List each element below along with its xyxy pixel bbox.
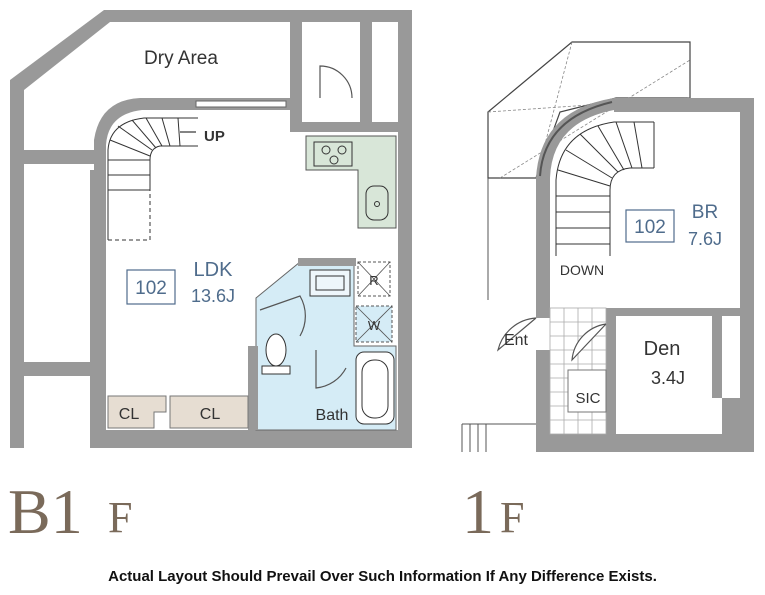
bathtub-icon xyxy=(355,351,395,425)
b1-dry-area-wall xyxy=(94,98,290,170)
f1-entry-door xyxy=(496,317,537,352)
closet-left-label: CL xyxy=(119,406,140,423)
b1-niche-wall-bottom xyxy=(290,122,412,132)
fridge-space xyxy=(357,261,391,297)
f1-den-right-wall xyxy=(712,316,722,398)
b1-floor-suffix: F xyxy=(108,493,133,542)
f1-right-wall xyxy=(740,98,754,398)
f1-exterior-lines xyxy=(461,178,536,452)
ldk-room-name: LDK xyxy=(194,259,234,281)
f1-right-bottom-block xyxy=(722,398,754,452)
disclaimer-text: Actual Layout Should Prevail Over Such I… xyxy=(108,568,657,585)
f1-spiral-stair xyxy=(539,101,655,256)
b1-wet-wall-left xyxy=(248,346,258,430)
f1-sic-closet xyxy=(567,369,607,413)
stove-icon xyxy=(313,141,353,167)
br-room-name: BR xyxy=(692,202,718,223)
b1-kitchen-counter xyxy=(305,135,397,229)
b1-closet-left xyxy=(107,395,167,429)
closet-right-label: CL xyxy=(200,406,221,423)
down-label: DOWN xyxy=(560,262,604,278)
b1-wet-wall-top xyxy=(298,258,356,266)
sink-icon xyxy=(365,185,389,221)
b1-niche-wall-mid xyxy=(360,22,372,122)
f1-floor-suffix: F xyxy=(500,493,525,542)
b1-floor-plan xyxy=(10,10,412,448)
f1-den-top-wall xyxy=(606,308,742,316)
f1-floor-plan xyxy=(461,41,754,452)
f1-left-lower-wall xyxy=(536,350,550,452)
b1-right-wall xyxy=(398,22,412,448)
br-room-size: 7.6J xyxy=(688,229,722,249)
f1-floor-label: 1 xyxy=(462,476,494,547)
f1-left-wall xyxy=(536,178,550,318)
ent-label: Ent xyxy=(504,332,529,349)
b1-closet-right xyxy=(169,395,249,429)
den-room-size: 3.4J xyxy=(651,368,685,388)
b1-bottom-wall xyxy=(90,430,412,448)
up-label: UP xyxy=(204,128,225,145)
toilet-icon xyxy=(261,333,291,375)
f1-den-door xyxy=(571,323,607,362)
den-room-name: Den xyxy=(644,338,681,360)
washer-mark: W xyxy=(368,318,381,333)
b1-floor-label: B1 xyxy=(8,476,83,547)
f1-den-left-wall xyxy=(606,316,616,434)
floor-plan-drawing: Dry Area UP 102 LDK 13.6J R W CL CL Bath… xyxy=(10,10,754,452)
dry-area-label: Dry Area xyxy=(144,48,218,69)
fridge-mark: R xyxy=(369,273,378,288)
b1-toilet-door xyxy=(259,295,306,337)
b1-window xyxy=(195,100,287,108)
b1-niche-wall-left xyxy=(290,22,302,132)
ldk-room-number-box xyxy=(126,269,176,305)
b1-outer-wall xyxy=(10,10,412,448)
f1-top-wall xyxy=(614,98,754,112)
bath-label: Bath xyxy=(316,407,349,424)
b1-left-inner-wall xyxy=(90,170,106,430)
b1-spiral-stair xyxy=(107,117,198,241)
b1-bath-door xyxy=(315,350,347,389)
br-room-number: 102 xyxy=(634,217,666,238)
ldk-room-number: 102 xyxy=(135,278,167,299)
f1-bottom-wall xyxy=(536,434,754,452)
washer-space xyxy=(355,305,393,343)
b1-niche-door xyxy=(319,65,353,99)
br-room-number-box xyxy=(625,209,675,243)
ldk-room-size: 13.6J xyxy=(191,286,235,306)
b1-left-side-wall xyxy=(24,150,94,164)
sic-label: SIC xyxy=(575,390,600,407)
b1-left-lower-wall xyxy=(24,362,94,376)
washbasin-icon xyxy=(309,269,351,297)
